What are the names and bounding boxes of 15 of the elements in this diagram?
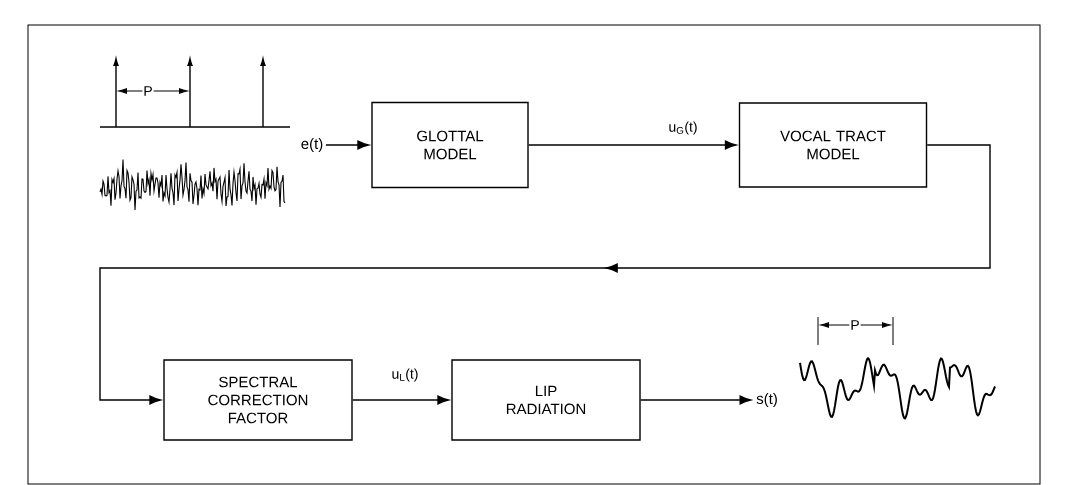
arrow [528,140,737,150]
arrow [352,395,449,405]
arrow [640,395,752,405]
process-box: SPECTRAL CORRECTION FACTOR [163,359,353,441]
edge-label: u$_{L}$(t) [390,367,420,383]
process-box: LIP RADIATION [451,359,641,441]
process-box: GLOTTAL MODEL [371,101,529,189]
arrow [99,144,991,405]
arrow [325,140,369,150]
signal-label: s(t) [756,393,777,407]
signal-label: e(t) [301,138,323,152]
process-box: VOCAL TRACT MODEL [738,102,928,188]
edge-label: u$_{G}$(t) [667,120,699,136]
dimension-label: P [142,85,154,97]
dimension-label: P [849,319,861,331]
